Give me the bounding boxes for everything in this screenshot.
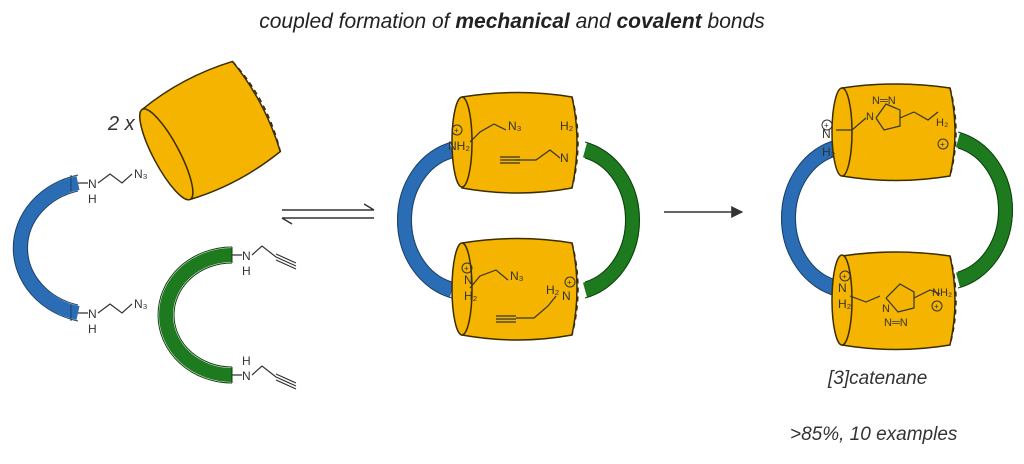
alkyne-arm-top	[232, 245, 297, 270]
yield-label: >85%, 10 examples	[790, 424, 958, 445]
nh-bottom-n: N	[88, 307, 97, 321]
macrocycle-free	[139, 60, 282, 201]
nh-alkyne-bottom-n: N	[242, 369, 251, 383]
nh-alkyne-bottom-h: H	[242, 354, 251, 368]
catenane-bottom-nh2: NH₂	[932, 287, 952, 299]
middle-green-strand	[582, 141, 640, 299]
azide-bottom-label: N₃	[134, 297, 148, 311]
catenane-macrocycle-bottom: + +	[831, 251, 957, 351]
nh-top-h: H	[88, 192, 97, 206]
nh-bottom-h: H	[88, 322, 97, 336]
catenane-top-left-h2: H₂	[822, 145, 836, 159]
product-label: [3]catenane	[828, 368, 928, 389]
svg-text:+: +	[940, 140, 945, 149]
title-bold-mechanical: mechanical	[455, 10, 570, 33]
azide-top-label: N₃	[134, 167, 148, 181]
middle-top-nh2: NH₂	[448, 139, 470, 153]
alkyne-arm-bottom	[232, 365, 297, 390]
middle-bottom-h2: H₂	[464, 289, 478, 303]
catenane-top-n: N	[866, 111, 874, 123]
middle-bottom-n: N	[464, 273, 473, 287]
svg-text:+: +	[454, 126, 459, 135]
catenane-bottom-h2: H₂	[838, 297, 852, 311]
green-strand-free	[157, 246, 233, 384]
catenane-blue-strand	[781, 139, 839, 297]
azide-arm-top	[78, 173, 133, 184]
middle-top-h2: H₂	[560, 119, 574, 133]
catenane-top-left-n: N	[822, 127, 831, 141]
middle-top-n: N	[560, 151, 569, 165]
title-bold-covalent: covalent	[616, 10, 702, 33]
catenane-bottom-n-ring: N	[882, 303, 890, 315]
catenane-top-triazole: N═N	[872, 95, 896, 107]
svg-text:+: +	[842, 272, 847, 281]
catenane-bottom-triazole: N═N	[884, 317, 908, 329]
nh-top-n: N	[88, 177, 97, 191]
middle-blue-strand	[397, 141, 455, 299]
figure-title: coupled formation of mechanical and cova…	[259, 10, 765, 33]
svg-text:+: +	[934, 302, 939, 311]
middle-bottom-h2-right: H₂	[546, 283, 560, 297]
middle-bottom-n-right: N	[562, 289, 571, 303]
catenane-green-strand	[955, 131, 1013, 289]
equilibrium-arrow	[281, 203, 375, 225]
azide-arm-bottom	[78, 303, 133, 314]
svg-text:+: +	[464, 264, 469, 273]
catenane-top-right-h2: H₂	[936, 117, 948, 129]
catenane-macrocycle-top: + +	[821, 83, 957, 182]
multiplier-label: 2 x	[107, 113, 136, 135]
blue-strand-free	[12, 174, 80, 322]
svg-text:+: +	[824, 121, 829, 130]
nh-alkyne-top-n: N	[242, 249, 251, 263]
catenane-bottom-n: N	[838, 281, 847, 295]
middle-macrocycle-top: +	[451, 91, 579, 194]
nh-alkyne-top-h: H	[242, 264, 251, 278]
middle-bottom-n3: N₃	[510, 269, 524, 283]
middle-top-n3: N₃	[508, 119, 522, 133]
svg-text:+: +	[567, 278, 572, 287]
middle-macrocycle-bottom: + +	[451, 237, 579, 341]
